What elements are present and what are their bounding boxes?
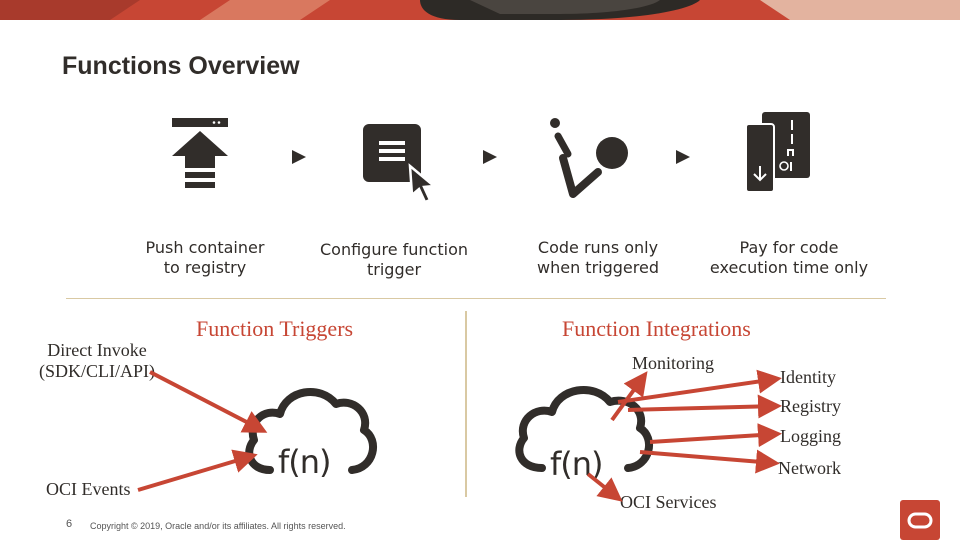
triggers-heading: Function Triggers — [196, 316, 354, 341]
cursor-document-icon — [363, 124, 438, 204]
step-caption-line: Code runs only — [537, 238, 659, 257]
target-logging: Logging — [780, 426, 841, 446]
arrow-identity — [617, 369, 782, 404]
integration-fn-label: f(n) — [550, 445, 604, 483]
trigger-fn-label: f(n) — [278, 443, 332, 481]
step-caption-line: when triggered — [537, 258, 659, 277]
step-caption-push: Push container to registry — [110, 238, 300, 278]
arrow-direct-invoke — [149, 370, 268, 433]
target-monitoring: Monitoring — [632, 353, 715, 373]
page-title: Functions Overview — [62, 52, 300, 80]
oracle-logo-icon — [907, 512, 933, 529]
source-label-line: Direct Invoke — [47, 340, 147, 360]
step-caption-line: Pay for code — [739, 238, 839, 257]
page-number: 6 — [66, 518, 73, 530]
oci-events-label: OCI Events — [46, 479, 131, 499]
arrow-network — [639, 449, 780, 474]
arrow-monitoring — [610, 371, 648, 422]
source-label-line: (SDK/CLI/API) — [39, 361, 155, 381]
trigger-cloud-icon — [245, 387, 377, 474]
step-caption-line: execution time only — [709, 258, 869, 277]
step-caption-line: to registry — [163, 258, 247, 277]
vertical-divider — [465, 311, 467, 497]
upload-icon — [172, 118, 228, 188]
step-caption-runs: Code runs only when triggered — [503, 238, 693, 278]
step-caption-line: Configure function — [320, 240, 468, 259]
arrow-right-icon — [676, 150, 690, 164]
horizontal-divider — [66, 298, 886, 299]
target-network: Network — [778, 458, 841, 478]
integration-cloud-icon — [515, 385, 653, 472]
banner-art — [0, 0, 960, 20]
step-caption-line: Push container — [145, 238, 265, 257]
arrow-right-icon — [483, 150, 497, 164]
step-caption-configure: Configure function trigger — [299, 240, 489, 280]
arrow-oci-services — [586, 472, 623, 502]
oracle-logo — [900, 500, 940, 540]
step-caption-pay: Pay for code execution time only — [694, 238, 884, 278]
arrow-logging — [649, 423, 782, 448]
copyright-text: Copyright © 2019, Oracle and/or its affi… — [90, 521, 346, 531]
direct-invoke-label: Direct Invoke (SDK/CLI/API) — [36, 340, 158, 382]
integrations-heading: Function Integrations — [562, 316, 751, 341]
arrow-registry — [627, 394, 782, 419]
billing-icon — [745, 112, 810, 193]
step-caption-line: trigger — [366, 260, 422, 279]
arrow-right-icon — [292, 150, 306, 164]
top-banner — [0, 0, 960, 20]
target-oci-services: OCI Services — [620, 492, 717, 512]
run-icon — [550, 118, 628, 198]
target-registry: Registry — [780, 396, 841, 416]
target-identity: Identity — [780, 367, 836, 387]
arrow-oci-events — [137, 449, 258, 492]
